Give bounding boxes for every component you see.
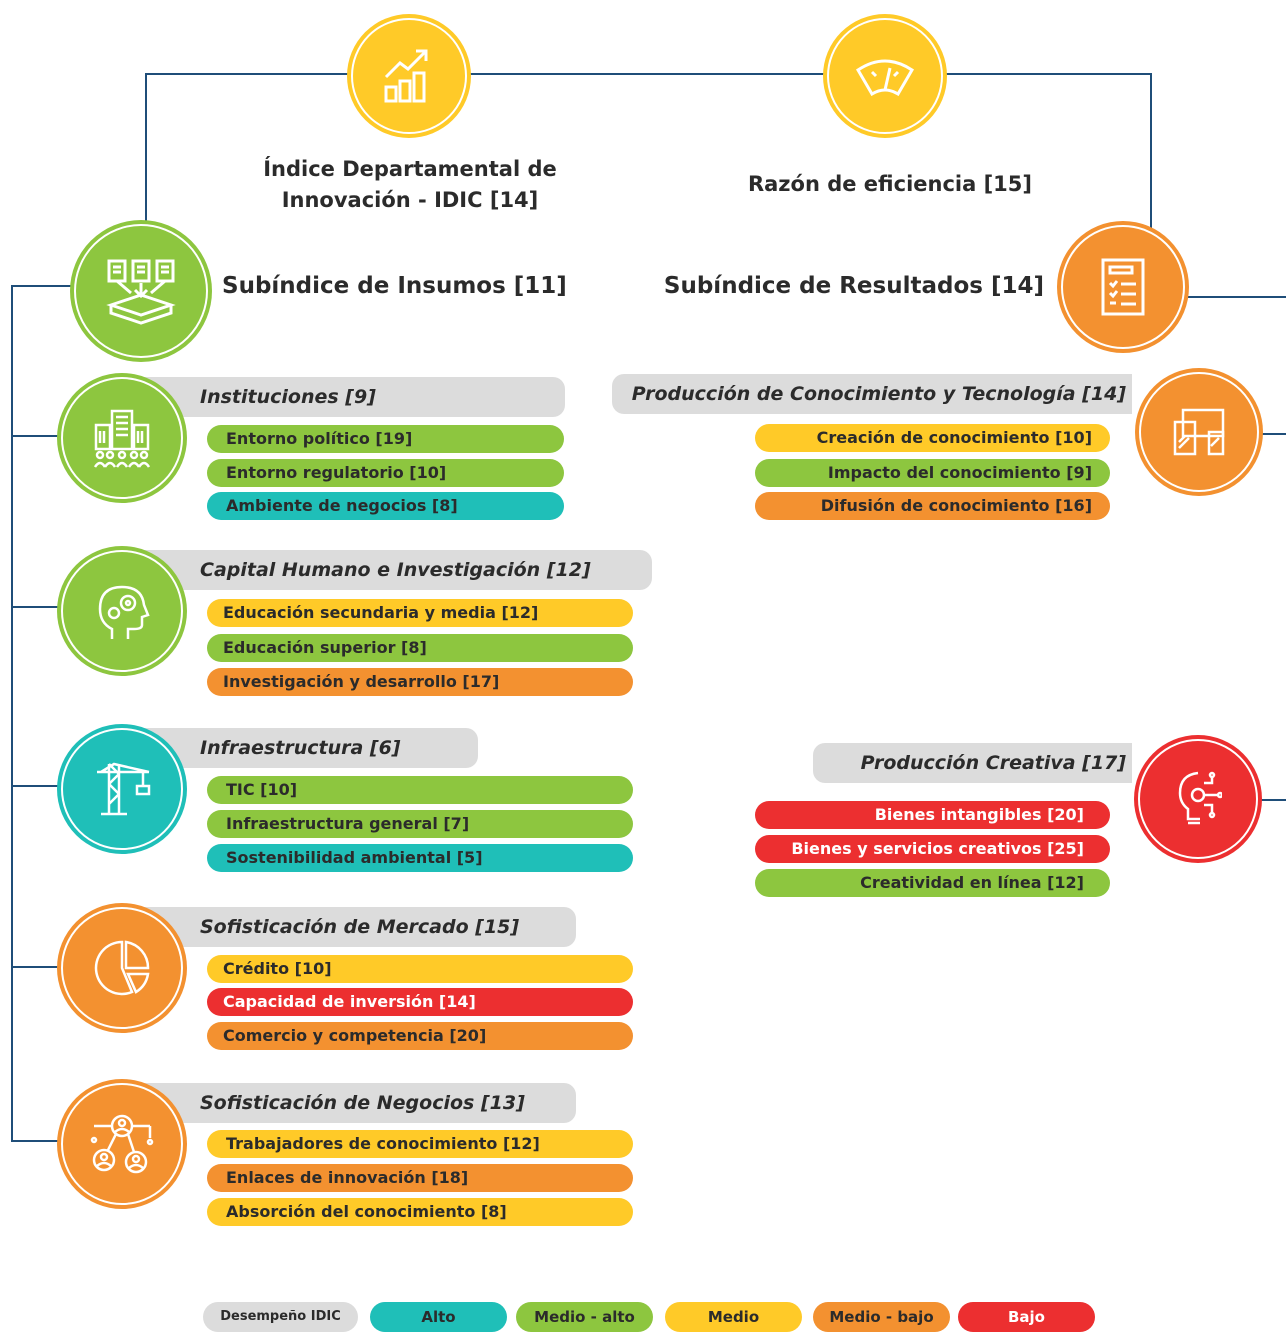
indicator-pill: Investigación y desarrollo [17] <box>207 668 633 696</box>
indicator-pill: Absorción del conocimiento [8] <box>207 1198 633 1226</box>
connector-trunk <box>11 285 13 1142</box>
connector-right-vertical <box>1150 73 1152 235</box>
indicator-pill: Entorno político [19] <box>207 425 564 453</box>
pillar-instituciones-bar: Instituciones [9] <box>120 377 565 417</box>
produccion-creativa-circle <box>1134 735 1262 863</box>
indicator-pill: Capacidad de inversión [14] <box>207 988 633 1016</box>
infraestructura-circle <box>57 724 187 854</box>
lightbulb-gear-icon <box>1178 771 1222 825</box>
connector-right-out-1 <box>1184 296 1286 298</box>
pillar-title: Producción de Conocimiento y Tecnología … <box>631 383 1126 405</box>
indicator-pill: Difusión de conocimiento [16] <box>755 492 1110 520</box>
connector-branch-2 <box>11 606 59 608</box>
indicator-pill: Entorno regulatorio [10] <box>207 459 564 487</box>
connector-branch-3 <box>11 785 59 787</box>
legend-medio: Medio <box>665 1302 802 1332</box>
indicator-pill: Bienes y servicios creativos [25] <box>755 835 1110 863</box>
legend-medio-bajo: Medio - bajo <box>813 1302 950 1332</box>
pillar-produccion-conocimiento-bar: Producción de Conocimiento y Tecnología … <box>612 374 1132 414</box>
indicator-pill: Sostenibilidad ambiental [5] <box>207 844 633 872</box>
idic-title: Índice Departamental de Innovación - IDI… <box>263 157 557 212</box>
indicator-pill: Bienes intangibles [20] <box>755 801 1110 829</box>
connector-top-right <box>945 73 1152 75</box>
legend-title: Desempeño IDIC <box>203 1302 358 1332</box>
legend-medio-alto: Medio - alto <box>516 1302 653 1332</box>
insumos-circle <box>70 220 212 362</box>
connector-left-vertical <box>145 73 147 223</box>
connector-top-mid <box>470 73 825 75</box>
indicator-pill: Impacto del conocimiento [9] <box>755 459 1110 487</box>
idic-circle <box>347 14 471 138</box>
connector-trunk-top <box>11 285 73 287</box>
indicator-pill: Trabajadores de conocimiento [12] <box>207 1130 633 1158</box>
sofisticacion-mercado-circle <box>57 903 187 1033</box>
pie-chart-icon <box>94 940 150 996</box>
legend-alto: Alto <box>370 1302 507 1332</box>
pillar-title: Producción Creativa [17] <box>860 752 1126 774</box>
pillar-capital-humano-bar: Capital Humano e Investigación [12] <box>120 550 652 590</box>
instituciones-circle <box>57 373 187 503</box>
produccion-conocimiento-circle <box>1135 368 1263 496</box>
pillar-title: Infraestructura [6] <box>200 737 401 759</box>
gauge-icon <box>855 59 915 97</box>
institutions-building-icon <box>93 409 151 468</box>
indicator-pill: Educación secundaria y media [12] <box>207 599 633 627</box>
pillar-sofisticacion-mercado-bar: Sofisticación de Mercado [15] <box>120 907 576 947</box>
pillar-sofisticacion-negocios-bar: Sofisticación de Negocios [13] <box>120 1083 576 1123</box>
crane-icon <box>97 762 151 816</box>
people-network-icon <box>90 1114 154 1174</box>
connector-right-out-2 <box>1260 433 1286 435</box>
capital-humano-circle <box>57 546 187 676</box>
indicator-pill: TIC [10] <box>207 776 633 804</box>
resultados-circle <box>1057 221 1189 353</box>
pillar-title: Sofisticación de Negocios [13] <box>200 1092 525 1114</box>
connector-right-out-3 <box>1260 799 1286 801</box>
pillar-title: Instituciones [9] <box>200 386 376 408</box>
indicator-pill: Crédito [10] <box>207 955 633 983</box>
growth-chart-icon <box>384 49 428 103</box>
connector-branch-5 <box>11 1140 59 1142</box>
indicator-pill: Educación superior [8] <box>207 634 633 662</box>
insumos-title: Subíndice de Insumos [11] <box>222 273 567 299</box>
connector-branch-1 <box>11 435 59 437</box>
legend-bajo: Bajo <box>958 1302 1095 1332</box>
pillar-produccion-creativa-bar: Producción Creativa [17] <box>813 743 1132 783</box>
eficiencia-circle <box>823 14 947 138</box>
head-gears-icon <box>98 585 150 639</box>
indicator-pill: Enlaces de innovación [18] <box>207 1164 633 1192</box>
resultados-title: Subíndice de Resultados [14] <box>663 273 1044 299</box>
sofisticacion-negocios-circle <box>57 1079 187 1209</box>
connector-top-left <box>145 73 350 75</box>
eficiencia-title: Razón de eficiencia [15] <box>747 172 1033 196</box>
documents-inbox-icon <box>106 259 176 325</box>
indicator-pill: Infraestructura general [7] <box>207 810 633 838</box>
pillar-title: Capital Humano e Investigación [12] <box>200 559 591 581</box>
indicator-pill: Comercio y competencia [20] <box>207 1022 633 1050</box>
indicator-pill: Creación de conocimiento [10] <box>755 424 1110 452</box>
connector-branch-4 <box>11 966 59 968</box>
indicator-pill: Creatividad en línea [12] <box>755 869 1110 897</box>
checklist-report-icon <box>1101 258 1145 316</box>
devices-icon <box>1173 408 1225 456</box>
pillar-title: Sofisticación de Mercado [15] <box>200 916 520 938</box>
indicator-pill: Ambiente de negocios [8] <box>207 492 564 520</box>
